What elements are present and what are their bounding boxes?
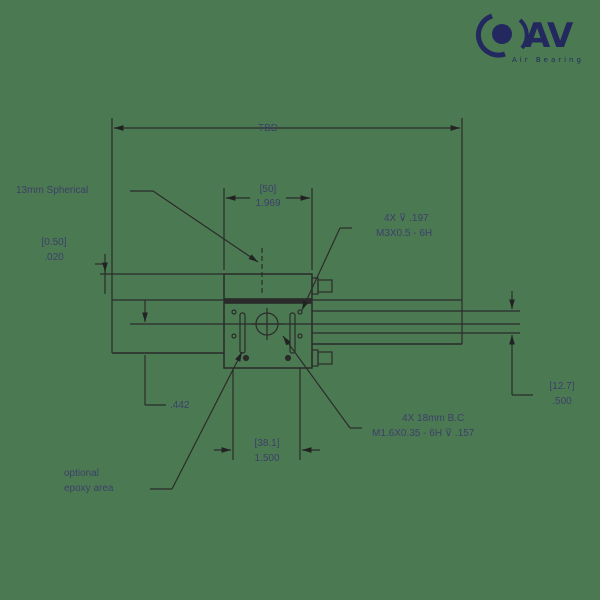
- callout-epoxy-line2: epoxy area: [64, 483, 114, 494]
- dim-top-width-in: 1.969: [255, 198, 281, 209]
- dim-right-height-in: .500: [552, 396, 572, 407]
- callout-bc-line1: 4X 18mm B.C: [402, 413, 465, 424]
- dim-overall-length: TBD: [258, 123, 278, 134]
- callout-tap-top-line1: 4X ⊽ .197: [384, 213, 429, 224]
- callout-spherical: 13mm Spherical: [16, 185, 89, 196]
- dim-bottom-width-in: 1.500: [254, 453, 280, 464]
- dim-bottom-width-mm: [38.1]: [254, 438, 280, 449]
- logo-wordmark: AV: [524, 16, 573, 56]
- dim-top-width-mm: [50]: [259, 184, 277, 195]
- callout-epoxy-line1: optional: [64, 468, 100, 479]
- dim-left-lower: .442: [170, 400, 190, 411]
- callout-tap-top-line2: M3X0.5 - 6H: [376, 228, 433, 239]
- logo-tagline: Air Bearing: [512, 56, 584, 64]
- callout-bc-line2: M1.6X0.35 - 6H ⊽ .157: [372, 428, 475, 439]
- dim-right-height-mm: [12.7]: [549, 381, 575, 392]
- dim-left-offset-mm: [0.50]: [41, 237, 67, 248]
- dim-left-offset-in: .020: [44, 252, 64, 263]
